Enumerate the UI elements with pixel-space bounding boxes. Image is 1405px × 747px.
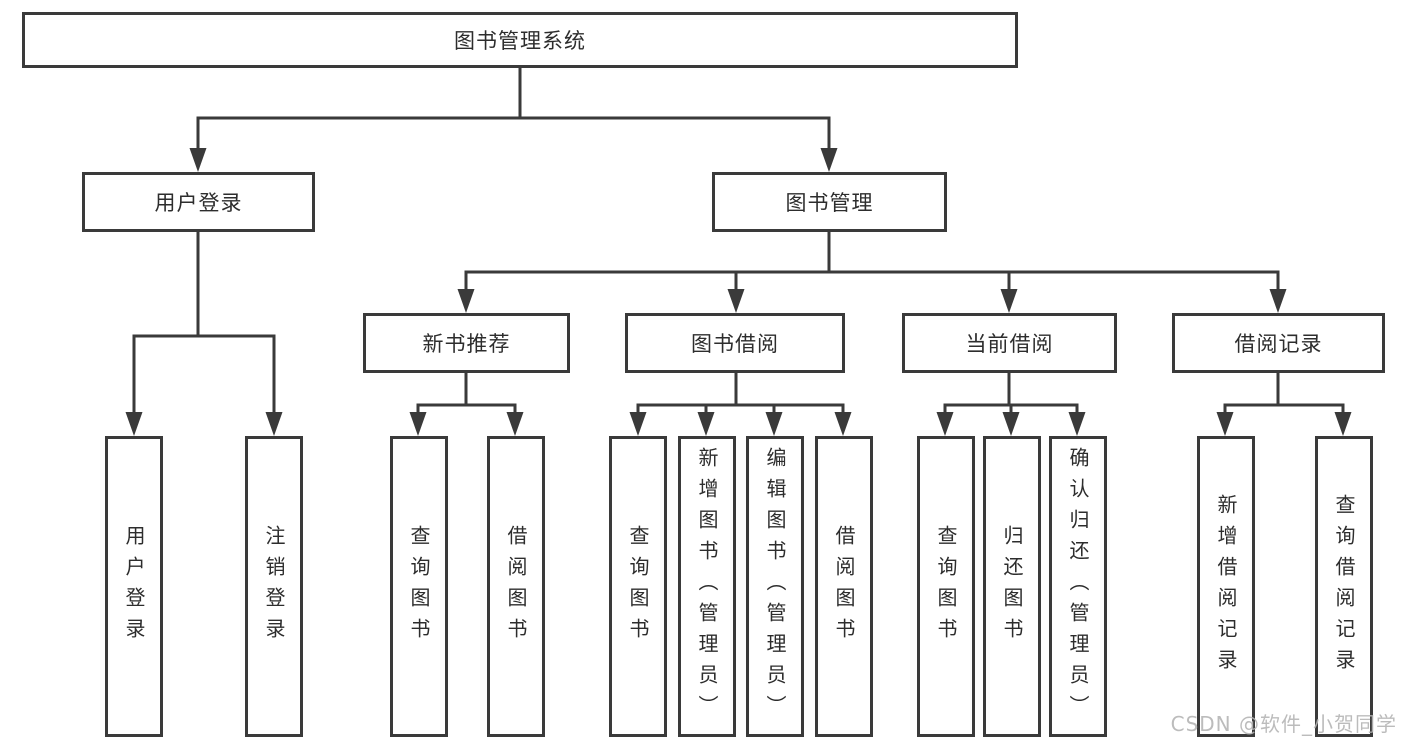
leaf-add-borrow-record-label: 新增借阅记录 <box>1214 493 1238 680</box>
leaf-borrow-books-recommend-label: 借阅图书 <box>504 524 528 649</box>
node-library-system: 图书管理系统 <box>22 12 1018 68</box>
leaf-return-books-label: 归还图书 <box>1000 524 1024 649</box>
leaf-query-borrow-record: 查询借阅记录 <box>1315 436 1373 737</box>
leaf-query-books-recommend: 查询图书 <box>390 436 448 737</box>
leaf-query-books-borrowing: 查询图书 <box>609 436 667 737</box>
node-borrow-records-label: 借阅记录 <box>1234 332 1323 356</box>
arrowhead-group <box>125 148 1352 436</box>
leaf-query-books-borrowing-label: 查询图书 <box>626 524 650 649</box>
csdn-watermark: CSDN @软件_小贺同学 <box>1170 712 1397 736</box>
node-book-management-label: 图书管理 <box>785 191 874 215</box>
leaf-add-books-admin-label: 新增图书（管理员） <box>695 447 719 726</box>
leaf-logout: 注销登录 <box>245 436 303 737</box>
leaf-user-login: 用户登录 <box>105 436 163 737</box>
leaf-query-borrow-record-label: 查询借阅记录 <box>1332 493 1356 680</box>
node-new-book-recommend-label: 新书推荐 <box>422 332 511 356</box>
node-library-system-label: 图书管理系统 <box>454 29 586 53</box>
leaf-add-books-admin: 新增图书（管理员） <box>678 436 736 737</box>
leaf-confirm-return-admin: 确认归还（管理员） <box>1049 436 1107 737</box>
leaf-borrow-books-borrowing-label: 借阅图书 <box>832 524 856 649</box>
leaf-borrow-books-recommend: 借阅图书 <box>487 436 545 737</box>
leaf-edit-books-admin: 编辑图书（管理员） <box>746 436 804 737</box>
node-borrow-records: 借阅记录 <box>1172 313 1385 373</box>
leaf-add-borrow-record: 新增借阅记录 <box>1197 436 1255 737</box>
node-book-management: 图书管理 <box>712 172 947 232</box>
node-user-login: 用户登录 <box>82 172 315 232</box>
leaf-user-login-label: 用户登录 <box>122 524 146 649</box>
leaf-edit-books-admin-label: 编辑图书（管理员） <box>763 447 787 726</box>
node-book-borrowing: 图书借阅 <box>625 313 845 373</box>
leaf-return-books: 归还图书 <box>983 436 1041 737</box>
leaf-query-books-current: 查询图书 <box>917 436 975 737</box>
leaf-borrow-books-borrowing: 借阅图书 <box>815 436 873 737</box>
node-book-borrowing-label: 图书借阅 <box>691 332 779 356</box>
node-new-book-recommend: 新书推荐 <box>363 313 570 373</box>
leaf-logout-label: 注销登录 <box>262 524 286 649</box>
node-user-login-label: 用户登录 <box>154 191 243 215</box>
node-current-borrowing-label: 当前借阅 <box>965 332 1054 356</box>
node-current-borrowing: 当前借阅 <box>902 313 1117 373</box>
leaf-query-books-current-label: 查询图书 <box>934 524 958 649</box>
leaf-confirm-return-admin-label: 确认归还（管理员） <box>1066 447 1090 726</box>
leaf-query-books-recommend-label: 查询图书 <box>407 524 431 649</box>
